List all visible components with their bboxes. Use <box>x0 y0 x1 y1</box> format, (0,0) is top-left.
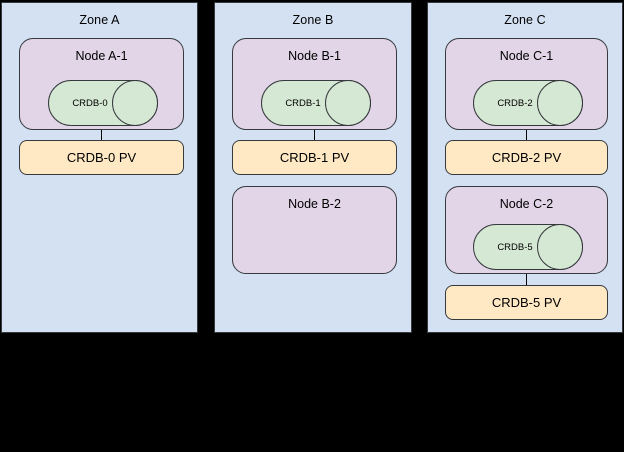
zone-title-c: Zone C <box>504 13 546 27</box>
pv-box-crdb-5: CRDB-5 PV <box>445 285 608 320</box>
pod-crdb-5: CRDB-5 <box>473 224 583 270</box>
node-title-a-1: Node A-1 <box>75 49 128 63</box>
node-box-a-1: Node A-1 CRDB-0 <box>19 38 184 130</box>
node-box-b-2: Node B-2 <box>232 186 397 274</box>
pv-label-crdb-2: CRDB-2 PV <box>491 150 562 165</box>
zone-panel-a: Zone A Node A-1 CRDB-0 CRDB-0 PV <box>1 2 198 333</box>
pv-label-crdb-5: CRDB-5 PV <box>491 295 562 310</box>
pv-label-crdb-1: CRDB-1 PV <box>279 150 350 165</box>
connector-a-1 <box>101 130 102 141</box>
connector-c-1 <box>526 130 527 141</box>
zone-title-a: Zone A <box>79 13 120 27</box>
pv-box-crdb-1: CRDB-1 PV <box>232 140 397 175</box>
node-box-c-2: Node C-2 CRDB-5 <box>445 186 608 274</box>
connector-b-1 <box>314 130 315 141</box>
node-box-b-1: Node B-1 CRDB-1 <box>232 38 397 130</box>
node-title-b-2: Node B-2 <box>288 197 341 211</box>
node-title-c-2: Node C-2 <box>499 197 554 211</box>
pod-crdb-0: CRDB-0 <box>48 80 158 126</box>
connector-c-2 <box>526 274 527 285</box>
pod-crdb-2: CRDB-2 <box>473 80 583 126</box>
pv-box-crdb-2: CRDB-2 PV <box>445 140 608 175</box>
node-title-c-1: Node C-1 <box>499 49 554 63</box>
zone-title-b: Zone B <box>292 13 334 27</box>
pv-label-crdb-0: CRDB-0 PV <box>66 150 137 165</box>
pod-crdb-1: CRDB-1 <box>261 80 371 126</box>
node-box-c-1: Node C-1 CRDB-2 <box>445 38 608 130</box>
database-cylinder-icon <box>473 80 583 126</box>
database-cylinder-icon <box>261 80 371 126</box>
zone-panel-c: Zone C Node C-1 CRDB-2 CRDB-2 PV Node C-… <box>427 2 623 333</box>
database-cylinder-icon <box>473 224 583 270</box>
pv-box-crdb-0: CRDB-0 PV <box>19 140 184 175</box>
database-cylinder-icon <box>48 80 158 126</box>
node-title-b-1: Node B-1 <box>288 49 341 63</box>
zone-panel-b: Zone B Node B-1 CRDB-1 CRDB-1 PV Node B-… <box>214 2 412 333</box>
